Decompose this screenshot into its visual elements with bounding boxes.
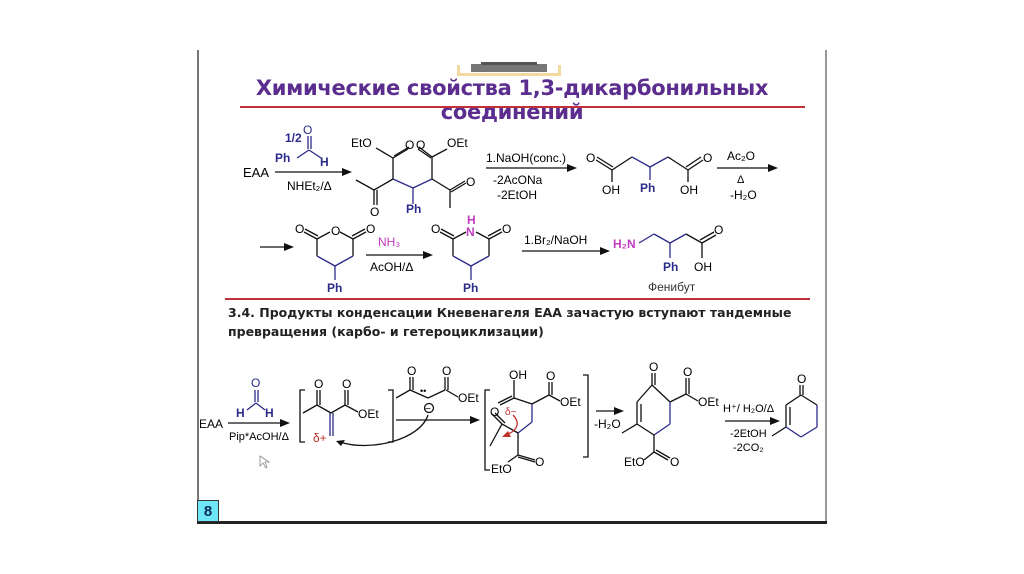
page-number-badge: 8: [197, 500, 219, 522]
anh-o2: O: [331, 224, 340, 238]
negative-charge: −: [425, 404, 431, 415]
catalyst-label-2: Pip*AcOH/Δ: [229, 431, 290, 443]
p1-eto: EtO: [351, 136, 372, 150]
adduct-eto: EtO: [491, 462, 512, 476]
p1-o3: O: [370, 205, 379, 219]
cyc-eto: EtO: [624, 455, 645, 469]
int-oet: OEt: [358, 407, 379, 421]
step3-mid: Δ: [737, 174, 745, 186]
formaldehyde-h1: H: [236, 406, 245, 420]
phenibut-oh: OH: [694, 260, 712, 274]
aldehyde-ph: Ph: [275, 151, 290, 165]
phenibut-ph: Ph: [663, 260, 678, 274]
phenibut-name: Фенибут: [648, 280, 696, 294]
arrowheads: [284, 164, 778, 259]
imide-o2: O: [502, 222, 511, 236]
step2-below1: -2AcONa: [493, 173, 543, 187]
final-step-below2: -2CO₂: [733, 442, 764, 454]
p2-oh2: OH: [680, 183, 698, 197]
phenibut-h2n: H₂N: [613, 237, 636, 251]
ratio-label: 1/2: [285, 131, 302, 145]
dehydration-label: -H₂O: [594, 417, 621, 431]
imide-n: N: [466, 225, 475, 239]
step5-above: 1.Br₂/NaOH: [524, 233, 587, 247]
final-step-above: H⁺/ H₂O/Δ: [723, 403, 775, 415]
aldehyde-h: H: [320, 155, 329, 169]
nuc-oet: OEt: [458, 391, 479, 405]
cyc-o1: O: [649, 360, 658, 374]
delta-plus: δ+: [313, 431, 327, 445]
header-decoration-icon: [457, 62, 561, 76]
nuc-o1: O: [407, 364, 416, 378]
catalyst-label-1: NHEt₂/Δ: [287, 179, 332, 193]
delta-minus: δ−: [505, 407, 517, 418]
p1-o2: O: [416, 138, 425, 152]
title-underline: [240, 106, 805, 108]
adduct-o3: O: [535, 455, 544, 469]
cursor-icon: [259, 455, 271, 469]
arrowheads-2: [280, 407, 780, 446]
adduct-oh: OH: [509, 368, 527, 382]
final-o: O: [797, 372, 806, 386]
p1-oet: OEt: [447, 136, 468, 150]
section-line-2: превращения (карбо- и гетероциклизации): [228, 324, 544, 339]
formaldehyde-h2: H: [265, 406, 274, 420]
anh-o1: O: [295, 222, 304, 236]
section-divider: [225, 298, 810, 300]
cyc-oet: OEt: [698, 395, 719, 409]
imide-ph: Ph: [463, 281, 478, 295]
step2-above: 1.NaOH(conc.): [486, 151, 566, 165]
section-heading: 3.4. Продукты конденсации Кневенагеля ЕА…: [228, 303, 818, 341]
step4-below: AcOH/Δ: [370, 260, 413, 274]
slide-title: Химические свойства 1,3-дикарбонильных с…: [255, 76, 769, 124]
cyc-o3: O: [670, 455, 679, 469]
slide-border-right: [825, 50, 827, 523]
p1-o1: O: [405, 138, 414, 152]
cyc-o2: O: [683, 365, 692, 379]
imide-o1: O: [431, 222, 440, 236]
lone-pair: ••: [420, 386, 426, 396]
eaa-label-2: EAA: [199, 417, 223, 431]
slide-border-bottom: [197, 521, 827, 524]
int-o1: O: [314, 377, 323, 391]
step3-below: -H₂O: [730, 188, 757, 202]
p2-ph: Ph: [640, 181, 655, 195]
section-line-1: 3.4. Продукты конденсации Кневенагеля ЕА…: [228, 305, 792, 320]
step3-above: Ac₂O: [727, 149, 755, 163]
anh-o3: O: [366, 222, 375, 236]
p2-oh1: OH: [602, 183, 620, 197]
eaa-label: EAA: [243, 165, 269, 180]
p1-o4: O: [466, 175, 475, 189]
slide-border-left: [197, 50, 199, 523]
nuc-o2: O: [442, 364, 451, 378]
phenibut-o: O: [714, 223, 723, 237]
final-step-below1: -2EtOH: [730, 428, 767, 440]
anh-ph: Ph: [327, 281, 342, 295]
int-o2: O: [342, 377, 351, 391]
imide-h: H: [467, 213, 476, 227]
formaldehyde-o: O: [251, 376, 260, 390]
adduct-o1: O: [546, 369, 555, 383]
step2-below2: -2EtOH: [497, 188, 537, 202]
aldehyde-o: O: [303, 123, 312, 137]
adduct-o2: O: [490, 405, 499, 419]
p1-ph: Ph: [406, 202, 421, 216]
p2-o1: O: [586, 151, 595, 165]
p2-o2: O: [703, 151, 712, 165]
step4-above: NH₃: [378, 235, 400, 249]
adduct-oet: OEt: [560, 395, 581, 409]
